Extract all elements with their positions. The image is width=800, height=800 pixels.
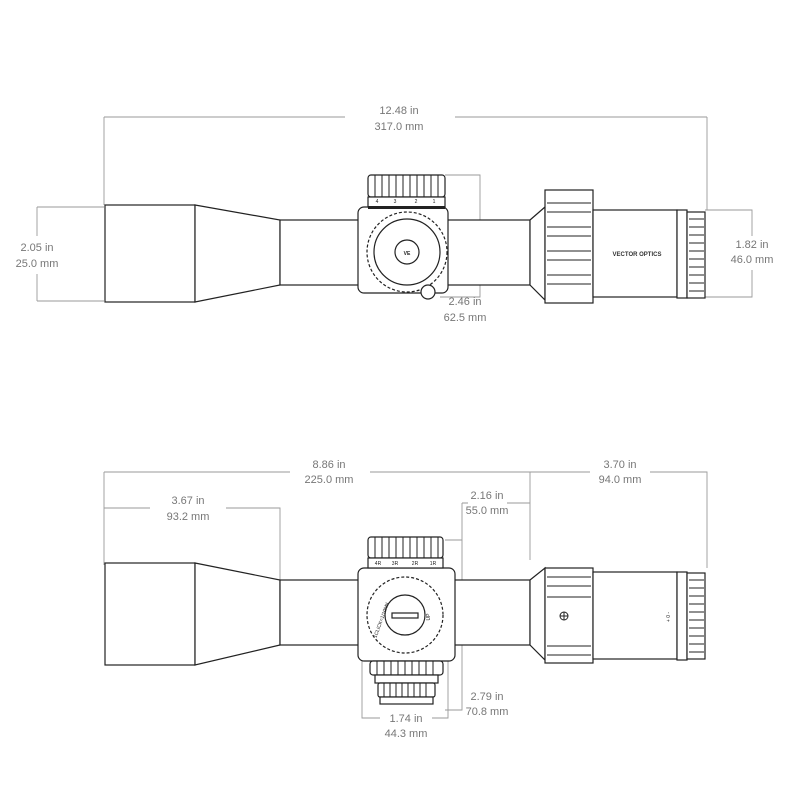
top-view: 12.48 in 317.0 mm 2.05 in 25.0 mm 2.46 i… [16, 105, 774, 324]
scope-body-top: 4 3 2 1 VE VECTOR OPTICS [104, 174, 706, 304]
parallax-button [420, 284, 436, 300]
eyepiece-body [592, 209, 678, 298]
overall-length-in: 12.48 in [379, 105, 418, 117]
eyepiece-body [592, 571, 678, 660]
diopter-marks: + 0 - [666, 612, 672, 622]
bottom-view: 8.86 in 225.0 mm 3.70 in 94.0 mm 3.67 in… [103, 459, 708, 740]
svg-text:2R: 2R [412, 561, 419, 567]
main-tube-rear [444, 219, 531, 286]
diopter-ring [686, 572, 706, 660]
turret-to-ring-mm: 55.0 mm [466, 505, 509, 517]
objective-diameter-mm: 25.0 mm [16, 258, 59, 270]
turret-height-in: 2.46 in [448, 296, 481, 308]
power-ring [544, 567, 594, 664]
objective-taper [194, 204, 281, 303]
brand-logo-icon [394, 239, 420, 265]
svg-text:3R: 3R [392, 561, 399, 567]
diopter-ring [686, 211, 706, 299]
tube-length-in: 8.86 in [312, 459, 345, 471]
svg-text:4R: 4R [375, 561, 382, 567]
power-ring [544, 189, 594, 304]
svg-text:VE: VE [404, 251, 411, 257]
tube-length-mm: 225.0 mm [305, 474, 354, 486]
turret-to-ring-in: 2.16 in [470, 490, 503, 502]
objective-to-turret-in: 3.67 in [171, 495, 204, 507]
svg-text:4: 4 [376, 199, 379, 205]
svg-text:2: 2 [415, 199, 418, 205]
main-tube-front [279, 219, 361, 286]
eyepiece-diameter-mm: 46.0 mm [731, 254, 774, 266]
scope-body-bottom: 4R 3R 2R 1R 1CLICK=1/10MIL UP + 0 - [104, 536, 706, 705]
turret-total-height-mm: 70.8 mm [466, 706, 509, 718]
overall-length-mm: 317.0 mm [375, 121, 424, 133]
svg-text:1: 1 [433, 199, 436, 205]
brand-text: VECTOR OPTICS [613, 252, 662, 258]
turret-height-mm: 62.5 mm [444, 312, 487, 324]
eyepiece-diameter-in: 1.82 in [735, 239, 768, 251]
objective-bell [104, 562, 196, 666]
elevation-knob [367, 536, 444, 559]
objective-to-turret-mm: 93.2 mm [167, 511, 210, 523]
turret-width-in: 1.74 in [389, 713, 422, 725]
eyepiece-length-mm: 94.0 mm [599, 474, 642, 486]
svg-text:3: 3 [394, 199, 397, 205]
svg-text:1R: 1R [430, 561, 437, 567]
eyepiece-length-in: 3.70 in [603, 459, 636, 471]
up-label: UP [426, 613, 432, 621]
objective-bell [104, 204, 196, 303]
objective-diameter-in: 2.05 in [20, 242, 53, 254]
turret-total-height-in: 2.79 in [470, 691, 503, 703]
dimension-lines-bottom [103, 471, 708, 719]
elevation-knob [367, 174, 446, 198]
turret-width-mm: 44.3 mm [385, 728, 428, 740]
side-knob [369, 660, 444, 676]
